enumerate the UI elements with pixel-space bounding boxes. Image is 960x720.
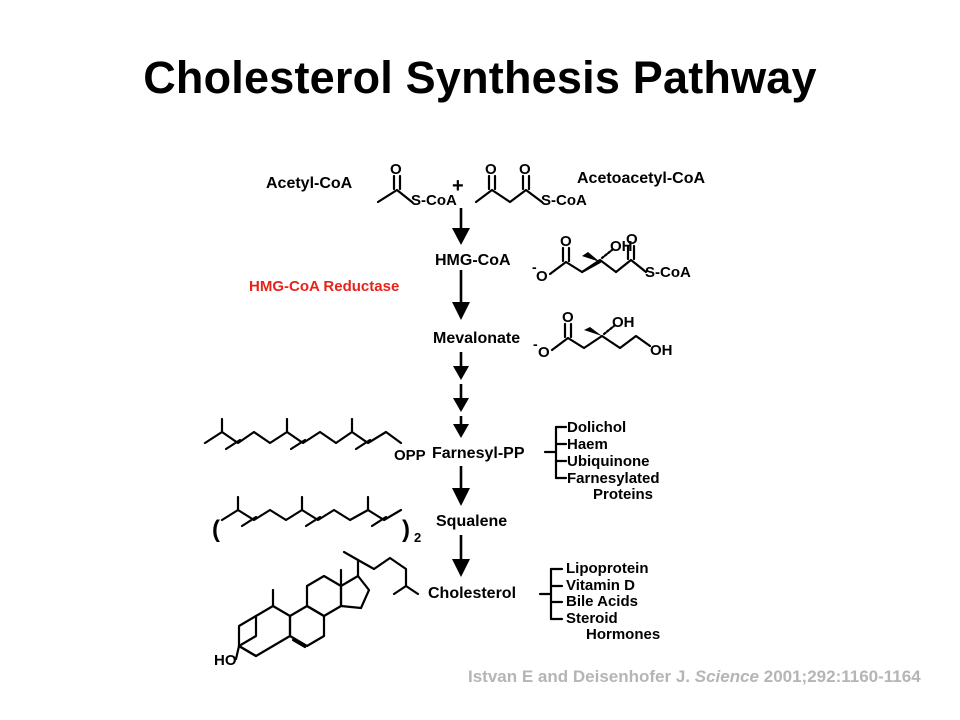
cholesterol-product-lipoprotein: Lipoprotein	[566, 560, 649, 577]
arrow-mevalonate-step-1	[453, 352, 469, 380]
svg-text:2: 2	[414, 530, 421, 545]
svg-text:-: -	[532, 259, 537, 275]
arrow-mevalonate-step-2	[453, 384, 469, 412]
citation-ref: 2001;292:1160-1164	[759, 667, 921, 686]
svg-text:HO: HO	[214, 652, 237, 669]
svg-text:OH: OH	[612, 314, 635, 331]
citation: Istvan E and Deisenhofer J. Science 2001…	[468, 667, 921, 686]
farnesyl-pp-structure: OPP	[203, 417, 426, 464]
svg-text:OH: OH	[650, 342, 673, 359]
cholesterol-product-vitamin-d: Vitamin D	[566, 577, 635, 594]
svg-text:O: O	[562, 309, 574, 326]
svg-text:): )	[402, 516, 410, 543]
acetyl-coa-label: Acetyl-CoA	[266, 175, 353, 192]
farnesyl-product-haem: Haem	[567, 436, 608, 453]
cholesterol-product-bile-acids: Bile Acids	[566, 593, 638, 610]
arrow-to-mevalonate	[452, 270, 470, 320]
svg-text:OH: OH	[610, 238, 633, 255]
arrow-to-cholesterol	[452, 535, 470, 577]
svg-text:S-CoA: S-CoA	[411, 192, 457, 209]
svg-text:(: (	[212, 516, 220, 543]
slide-title: Cholesterol Synthesis Pathway	[143, 52, 817, 103]
svg-text:O: O	[536, 268, 548, 285]
svg-text:S-CoA: S-CoA	[645, 264, 691, 281]
svg-text:-: -	[533, 336, 538, 352]
svg-text:O: O	[485, 161, 497, 178]
farnesyl-product-ubiquinone: Ubiquinone	[567, 453, 650, 470]
step-squalene-label: Squalene	[436, 513, 507, 530]
plus-sign: +	[452, 175, 464, 197]
step-cholesterol-label: Cholesterol	[428, 585, 516, 602]
mevalonate-structure: - O O OH OH	[533, 309, 673, 361]
acetoacetyl-coa-structure: O O S-CoA	[474, 161, 587, 209]
arrow-to-hmg-coa	[452, 208, 470, 245]
squalene-structure: ( ) 2	[212, 495, 421, 545]
acetoacetyl-coa-label: Acetoacetyl-CoA	[577, 170, 705, 187]
cholesterol-products-bracket	[538, 567, 564, 621]
enzyme-hmg-coa-reductase: HMG-CoA Reductase	[249, 278, 399, 295]
farnesyl-product-dolichol: Dolichol	[567, 419, 626, 436]
svg-text:OPP: OPP	[394, 447, 426, 464]
farnesyl-product-farnesylated: Farnesylated	[567, 470, 660, 487]
farnesyl-products-bracket	[543, 425, 568, 480]
step-farnesyl-pp-label: Farnesyl-PP	[432, 445, 525, 462]
svg-text:O: O	[390, 161, 402, 178]
hmg-coa-structure: - O O OH O S-CoA	[532, 231, 691, 285]
citation-journal: Science	[695, 667, 759, 686]
step-mevalonate-label: Mevalonate	[433, 330, 520, 347]
svg-text:O: O	[626, 231, 638, 248]
svg-text:O: O	[560, 233, 572, 250]
svg-text:O: O	[519, 161, 531, 178]
arrow-to-farnesyl-pp	[453, 416, 469, 438]
citation-authors: Istvan E and Deisenhofer J.	[468, 667, 695, 686]
cholesterol-product-steroid: Steroid	[566, 610, 618, 627]
acetyl-coa-structure: O S-CoA	[376, 161, 457, 209]
cholesterol-structure: HO	[214, 550, 420, 669]
cholesterol-product-hormones: Hormones	[586, 626, 660, 643]
step-hmg-coa-label: HMG-CoA	[435, 252, 511, 269]
svg-text:O: O	[538, 344, 550, 361]
farnesyl-product-proteins: Proteins	[593, 486, 653, 503]
svg-text:S-CoA: S-CoA	[541, 192, 587, 209]
arrow-to-squalene	[452, 466, 470, 506]
